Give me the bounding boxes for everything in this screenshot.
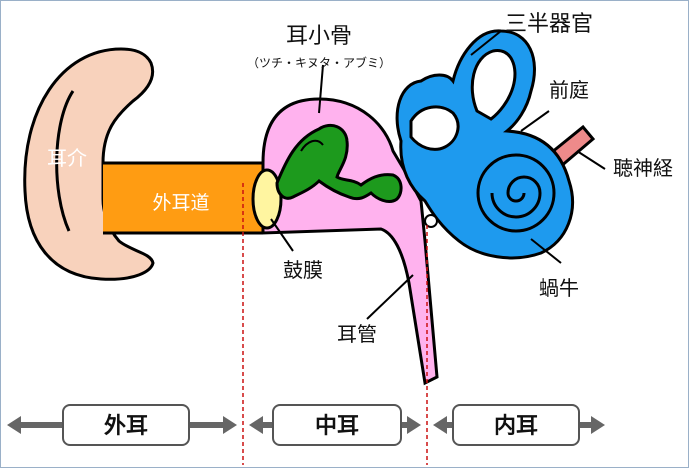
label-eustachian: 耳管 [337, 322, 377, 346]
label-ear-canal: 外耳道 [152, 192, 209, 214]
label-vestibule: 前庭 [549, 78, 589, 102]
outer-label: 外耳 [104, 413, 148, 439]
middle-arrow-right-head [407, 416, 421, 434]
label-semicircular: 三半器官 [505, 12, 593, 37]
label-eardrum: 鼓膜 [283, 258, 323, 282]
label-auditory-nerve: 聴神経 [613, 156, 673, 180]
section-outer: 外耳 [7, 405, 237, 445]
inner-arrow-right-head [591, 416, 605, 434]
vestibule-leader [521, 111, 549, 131]
section-bar: 外耳 中耳 内耳 [7, 405, 605, 445]
outer-arrow-right-head [223, 416, 237, 434]
middle-arrow-left-head [249, 416, 263, 434]
outer-arrow-left-head [7, 416, 21, 434]
middle-label: 中耳 [315, 414, 359, 439]
label-cochlea: 蝸牛 [539, 276, 579, 300]
section-middle: 中耳 [249, 405, 421, 445]
section-inner: 内耳 [433, 405, 605, 445]
inner-label: 内耳 [494, 414, 538, 439]
nerve-leader [577, 151, 605, 169]
label-ossicles: 耳小骨 [286, 24, 352, 49]
eustachian-leader [367, 275, 413, 319]
semicircular-canal-hole-2 [411, 107, 458, 150]
eardrum [253, 170, 281, 228]
inner-arrow-left-head [433, 416, 447, 434]
label-ossicles-sub: （ツチ・キヌタ・アブミ） [247, 55, 391, 70]
label-pinna: 耳介 [47, 146, 87, 170]
